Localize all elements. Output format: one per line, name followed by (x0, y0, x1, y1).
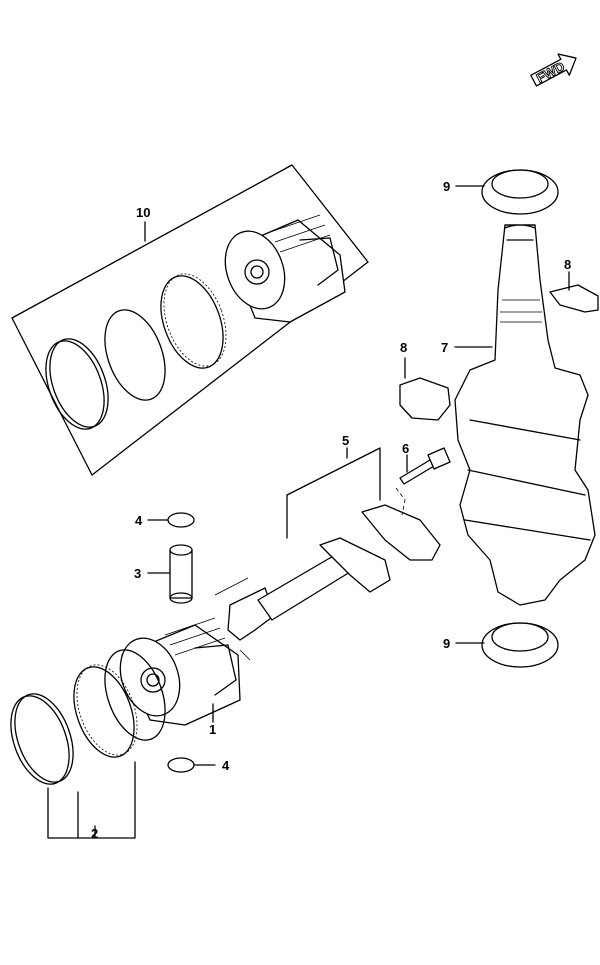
fwd-arrow-icon: FWD (530, 53, 577, 87)
fwd-text: FWD (534, 59, 567, 86)
main-bearing-left (399, 357, 451, 421)
piston-lower (119, 617, 241, 726)
callout-2: 2 (91, 826, 98, 841)
callout-4a: 4 (135, 513, 143, 528)
callout-8a: 8 (400, 340, 407, 355)
callout-10: 10 (136, 205, 150, 220)
callout-8b: 8 (564, 257, 571, 272)
circlip-lower (167, 757, 216, 773)
callout-4b: 4 (222, 758, 230, 773)
rod-bolt (395, 447, 451, 516)
piston-pin (147, 544, 193, 604)
callout-7: 7 (441, 340, 448, 355)
callout-9b: 9 (443, 636, 450, 651)
connecting-rod (214, 447, 441, 661)
callout-5: 5 (342, 433, 349, 448)
piston-upper (224, 214, 346, 323)
oil-seal-lower (455, 622, 559, 668)
callout-3: 3 (134, 566, 141, 581)
oil-seal-upper (455, 169, 559, 215)
callout-1: 1 (209, 722, 216, 737)
callout-6: 6 (402, 441, 409, 456)
piston-set-box (11, 164, 369, 476)
ring-set-lower (10, 649, 166, 839)
main-bearing-right (549, 271, 599, 313)
crankshaft (454, 224, 596, 606)
ring-set-upper (45, 273, 227, 430)
callout-9a: 9 (443, 179, 450, 194)
circlip-upper (147, 512, 195, 528)
